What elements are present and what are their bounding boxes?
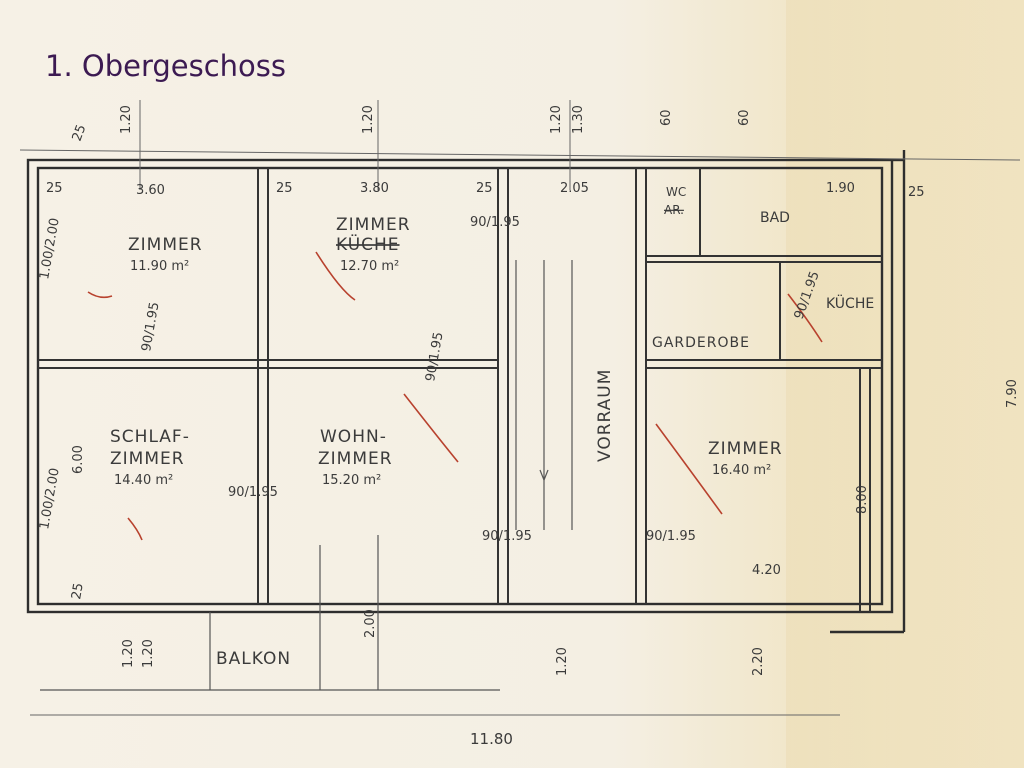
dim-top-60-a: 60 [659, 109, 674, 126]
dim-top-25-left: 25 [70, 123, 90, 144]
dim-w-25-d: 25 [908, 185, 925, 200]
room-wohnzimmer-line2: ZIMMER [318, 449, 393, 469]
dim-bot-120-a: 1.20 [121, 639, 136, 668]
door-90-195-f: 90/1.95 [646, 529, 696, 544]
room-schlafzimmer-line1: SCHLAF- [110, 427, 190, 447]
dim-h-800: 8.00 [855, 485, 870, 514]
door-swing-3 [403, 393, 459, 463]
room-balkon: BALKON [216, 649, 291, 669]
room-bad: BAD [760, 210, 790, 226]
door-90-195-e: 90/1.95 [482, 529, 532, 544]
room-zimmer-1-area: 11.90 m² [130, 259, 189, 274]
room-schlafzimmer-area: 14.40 m² [114, 473, 173, 488]
stairs [515, 260, 573, 530]
dimension-lines [19, 100, 1021, 716]
door-swing-2 [315, 251, 356, 301]
dim-bot-200: 2.00 [363, 609, 378, 638]
door-swing-6 [787, 293, 823, 343]
stair-arrow-a [539, 469, 545, 481]
room-wohnzimmer-line1: WOHN- [320, 427, 387, 447]
room-garderobe: GARDEROBE [652, 335, 750, 351]
inner-wall-rect [36, 166, 884, 606]
outer-walls [26, 150, 906, 634]
balcony [40, 535, 500, 691]
door-90-195-c: 90/1.95 [423, 331, 446, 383]
dim-top-120-a: 1.20 [119, 105, 134, 134]
door-swings [87, 251, 823, 541]
room-kueche: KÜCHE [826, 294, 874, 312]
dim-bot-120-b: 1.20 [141, 639, 156, 668]
dim-bot-120-c: 1.20 [555, 647, 570, 676]
dim-w-25-c: 25 [476, 181, 493, 196]
door-swing-5 [655, 423, 723, 515]
dim-w-25-a: 25 [46, 181, 63, 196]
dim-w-205: 2.05 [560, 181, 589, 196]
room-wc-old-label: AR. [664, 203, 684, 217]
dim-left-100-200-b: 1.00/2.00 [37, 467, 63, 531]
dim-bot-220: 2.20 [751, 647, 766, 676]
room-zimmer-2-old-name: KÜCHE [336, 233, 400, 255]
door-swing-1 [87, 291, 113, 299]
room-wohnzimmer-area: 15.20 m² [322, 473, 381, 488]
slide-title: 1. Obergeschoss [45, 49, 286, 83]
dimension-line-top [19, 149, 1021, 161]
door-90-195-a: 90/1.95 [470, 215, 520, 230]
dim-bot-420: 4.20 [752, 563, 781, 578]
room-schlafzimmer-line2: ZIMMER [110, 449, 185, 469]
dim-top-120-c: 1.20 [549, 105, 564, 134]
room-zimmer-1: ZIMMER [128, 235, 203, 255]
dim-w-360: 3.60 [136, 183, 165, 198]
room-zimmer-2-area: 12.70 m² [340, 259, 399, 274]
room-zimmer-3: ZIMMER [708, 439, 783, 459]
room-zimmer-3-area: 16.40 m² [712, 463, 771, 478]
dim-bot-25: 25 [69, 582, 87, 601]
room-zimmer-2: ZIMMER [336, 215, 411, 235]
dim-top-120-b: 1.20 [361, 105, 376, 134]
room-vorraum: VORRAUM [595, 369, 615, 462]
door-swing-4 [127, 517, 143, 541]
dim-total: 11.80 [470, 730, 513, 748]
door-90-195-b: 90/1.95 [139, 301, 162, 353]
dim-w-25-b: 25 [276, 181, 293, 196]
dim-w-190: 1.90 [826, 181, 855, 196]
dim-top-130: 1.30 [571, 105, 586, 134]
outer-wall-rect [26, 158, 894, 614]
interior-walls [38, 168, 882, 612]
dim-w-380: 3.80 [360, 181, 389, 196]
door-90-195-d: 90/1.95 [228, 485, 278, 500]
dim-h-790: 7.90 [1005, 379, 1020, 408]
dim-top-60-b: 60 [737, 109, 752, 126]
dim-h-600: 6.00 [71, 445, 86, 474]
door-90-195-g: 90/1.95 [792, 269, 823, 321]
room-wc: WC [666, 185, 686, 199]
stair-arrow-b [543, 469, 549, 481]
dim-left-100-200-a: 1.00/2.00 [37, 217, 63, 281]
